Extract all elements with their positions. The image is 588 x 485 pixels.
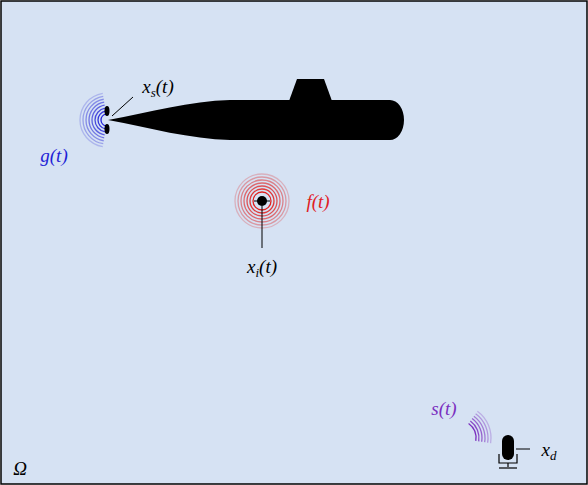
detector-stand bbox=[499, 467, 517, 468]
sound-wave bbox=[80, 93, 103, 146]
sound-wave bbox=[95, 108, 105, 132]
sound-wave bbox=[89, 102, 104, 138]
leader-line bbox=[262, 206, 263, 248]
leader-line bbox=[112, 97, 133, 116]
detector-stand bbox=[499, 454, 517, 463]
sound-wave bbox=[476, 414, 488, 443]
sound-waves bbox=[80, 93, 491, 443]
position-label: xs(t) bbox=[142, 77, 173, 96]
signal-label: s(t) bbox=[431, 399, 456, 418]
sound-wave bbox=[98, 111, 106, 129]
signal-label: g(t) bbox=[40, 146, 67, 165]
source-tick bbox=[254, 201, 270, 202]
signal-label: f(t) bbox=[306, 192, 329, 211]
propeller bbox=[105, 124, 110, 134]
sound-wave bbox=[92, 105, 105, 135]
domain-label: Ω bbox=[13, 459, 27, 478]
position-label: xi(t) bbox=[247, 257, 277, 276]
sound-wave bbox=[474, 416, 485, 442]
sound-wave bbox=[101, 114, 106, 126]
sound-wave bbox=[477, 411, 491, 443]
detector-symbol bbox=[502, 435, 514, 460]
submarine-tower bbox=[289, 79, 332, 101]
submarine-hull bbox=[108, 100, 404, 140]
propeller bbox=[105, 106, 110, 116]
position-label: xd bbox=[542, 440, 557, 459]
detector-stand bbox=[507, 463, 508, 467]
leader-line bbox=[516, 449, 530, 450]
